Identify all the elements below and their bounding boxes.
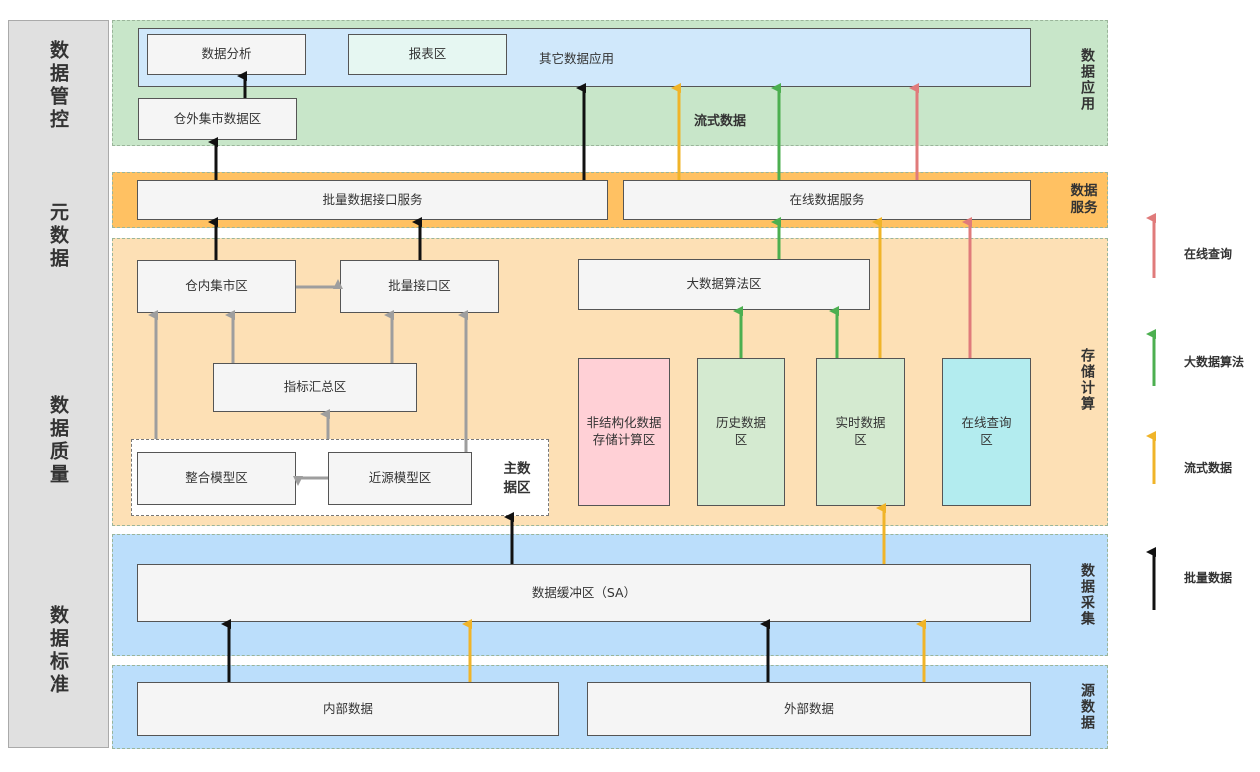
stream-arrows xyxy=(462,83,926,682)
sidebar-item-metadata: 元数据 xyxy=(47,201,69,271)
legend-label-bigdata: 大数据算法 xyxy=(1184,355,1245,369)
internal-data-box: 内部数据 xyxy=(137,682,559,736)
band-label-service: 数据服务 xyxy=(1060,178,1108,222)
band-label-source: 源数据 xyxy=(1079,683,1095,731)
batch-interface-service-box: 批量数据接口服务 xyxy=(137,180,608,220)
online-data-service-box: 在线数据服务 xyxy=(623,180,1031,220)
band-label-application: 数据应用 xyxy=(1079,48,1095,112)
bigdata-arrows xyxy=(733,83,839,358)
batch-interface-box: 批量接口区 xyxy=(340,260,499,313)
realtime-data-label: 实时数据区 xyxy=(835,415,886,447)
governance-sidebar: 数据管控 元数据 数据质量 数据标准 xyxy=(8,20,109,748)
online-query-arrows xyxy=(909,83,972,358)
legend-label-batch: 批量数据 xyxy=(1184,571,1233,585)
stream-data-label: 流式数据 xyxy=(694,114,747,129)
master-data-label-text: 主数据区 xyxy=(503,461,531,496)
unstructured-storage-label: 非结构化数据存储计算区 xyxy=(586,415,662,447)
mart-outside-box: 仓外集市数据区 xyxy=(138,98,297,140)
bigdata-algo-box: 大数据算法区 xyxy=(578,259,870,310)
internal-arrows xyxy=(148,279,468,486)
mart-inside-box: 仓内集市区 xyxy=(137,260,296,313)
sidebar-item-data-standard: 数据标准 xyxy=(47,605,69,697)
band-label-collection: 数据采集 xyxy=(1079,563,1095,627)
online-query-label: 在线查询区 xyxy=(961,415,1012,447)
integrated-model-box: 整合模型区 xyxy=(137,452,296,505)
unstructured-storage-box: 非结构化数据存储计算区 xyxy=(578,358,670,506)
indicator-summary-box: 指标汇总区 xyxy=(213,363,417,412)
other-apps-label: 其它数据应用 xyxy=(539,51,615,66)
legend-label-online: 在线查询 xyxy=(1184,247,1233,261)
external-data-box: 外部数据 xyxy=(587,682,1031,736)
report-box: 报表区 xyxy=(348,34,507,75)
sidebar-item-data-governance: 数据管控 xyxy=(47,40,69,132)
buffer-zone-box: 数据缓冲区（SA） xyxy=(137,564,1031,622)
sidebar-item-data-quality: 数据质量 xyxy=(47,395,69,487)
band-label-storage: 存储计算 xyxy=(1079,348,1095,412)
online-query-box: 在线查询区 xyxy=(942,358,1031,506)
data-analysis-box: 数据分析 xyxy=(147,34,306,75)
history-data-label: 历史数据区 xyxy=(715,415,766,447)
master-data-label: 主数据区 xyxy=(497,460,537,498)
legend-label-stream: 流式数据 xyxy=(1184,461,1233,475)
history-data-box: 历史数据区 xyxy=(697,358,785,506)
batch-arrows xyxy=(208,71,770,682)
realtime-data-box: 实时数据区 xyxy=(816,358,905,506)
near-source-model-box: 近源模型区 xyxy=(328,452,472,505)
band-label-service-text: 数据服务 xyxy=(1070,183,1098,216)
